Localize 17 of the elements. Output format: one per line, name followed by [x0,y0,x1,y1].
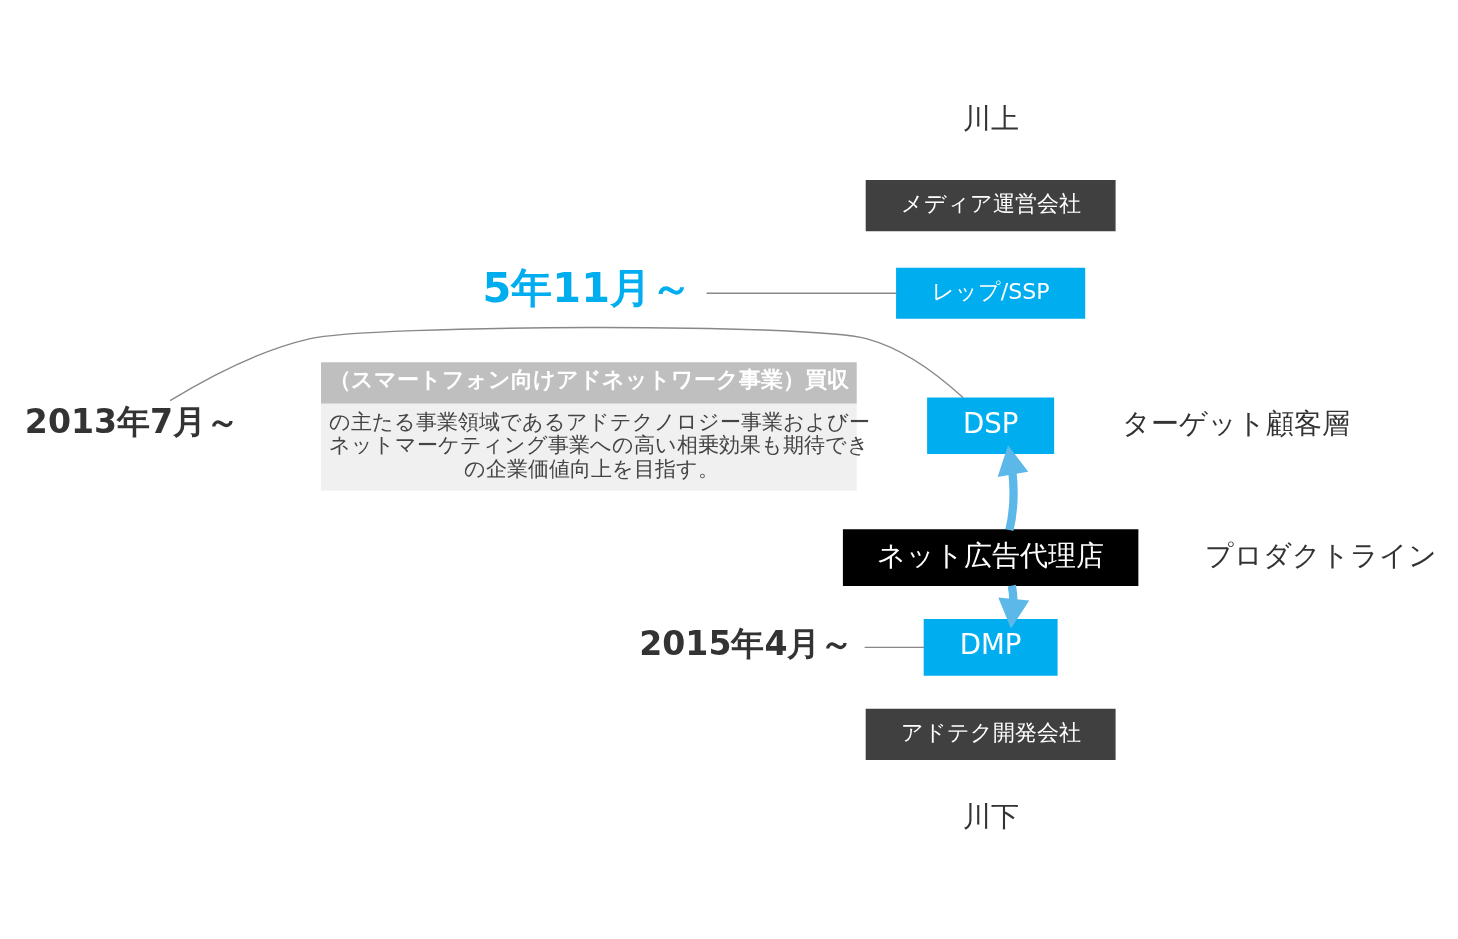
node-text: 2013年7月～ [24,401,240,441]
node-text: 5年11月～ [482,263,692,312]
label: 川上 [962,101,1019,135]
node-box: アドテク開発会社 [865,708,1116,760]
node-box: レップ/SSP [896,267,1086,319]
label: プロダクトライン [1204,538,1437,572]
node-box: DMP [923,618,1058,676]
node-box: ネット広告代理店 [842,528,1139,586]
label: 川下 [962,799,1019,833]
arrow [997,444,1029,531]
connector [169,326,964,401]
node-text: 2015年4月～ [639,623,854,663]
node-box: メディア運営会社 [865,179,1116,231]
connector [863,646,925,648]
node-box: DSP [927,397,1055,454]
label: ターゲット顧客層 [1122,406,1351,440]
connector [705,292,898,294]
